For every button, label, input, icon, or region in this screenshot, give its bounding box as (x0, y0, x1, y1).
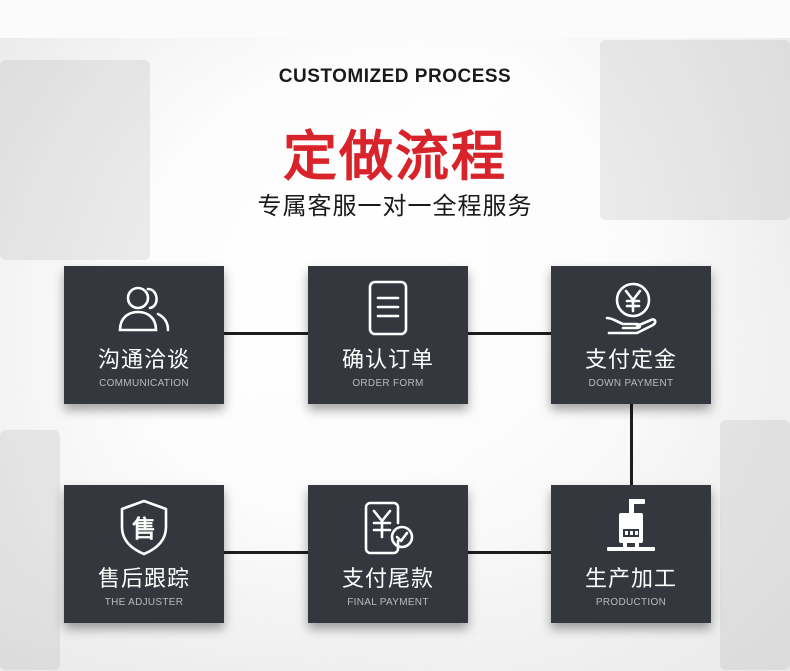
background-decoration (600, 40, 790, 220)
step-title-cn: 支付定金 (584, 348, 677, 373)
connector-line (468, 332, 551, 335)
step-title-cn: 生产加工 (584, 567, 677, 592)
step-title-en: PRODUCTION (595, 597, 667, 608)
section-subtitle: 专属客服一对一全程服务 (257, 192, 533, 220)
process-step-order-form: 确认订单 ORDER FORM (308, 266, 468, 404)
people-icon (114, 278, 174, 338)
svg-text:售: 售 (132, 515, 156, 543)
document-icon (358, 278, 418, 338)
step-title-en: FINAL PAYMENT (347, 597, 429, 608)
process-step-communication: 沟通洽谈 COMMUNICATION (64, 266, 224, 404)
step-title-cn: 确认订单 (341, 348, 434, 373)
factory-machine-icon (601, 497, 661, 557)
connector-line (468, 551, 551, 554)
step-title-cn: 支付尾款 (341, 567, 434, 592)
section-title-cn: 定做流程 (283, 125, 507, 188)
section-title-en: CUSTOMIZED PROCESS (278, 66, 512, 87)
connector-line (630, 404, 633, 486)
connector-line (224, 551, 308, 554)
step-title-en: COMMUNICATION (99, 378, 189, 389)
background-decoration (720, 420, 790, 670)
background-decoration (0, 430, 60, 670)
background-decoration (0, 60, 150, 260)
step-title-cn: 沟通洽谈 (97, 348, 190, 373)
process-step-down-payment: 支付定金 DOWN PAYMENT (551, 266, 711, 404)
step-title-en: DOWN PAYMENT (588, 378, 674, 389)
connector-line (224, 332, 308, 335)
after-sales-shield-icon: 售 (114, 497, 174, 557)
process-step-after-sales: 售 售后跟踪 THE ADJUSTER (64, 485, 224, 623)
step-title-cn: 售后跟踪 (97, 567, 190, 592)
process-step-final-payment: 支付尾款 FINAL PAYMENT (308, 485, 468, 623)
yuan-check-icon (358, 497, 418, 557)
process-step-production: 生产加工 PRODUCTION (551, 485, 711, 623)
yuan-hand-icon (601, 278, 661, 338)
top-strip (0, 0, 790, 38)
step-title-en: THE ADJUSTER (104, 597, 184, 608)
step-title-en: ORDER FORM (352, 378, 424, 389)
